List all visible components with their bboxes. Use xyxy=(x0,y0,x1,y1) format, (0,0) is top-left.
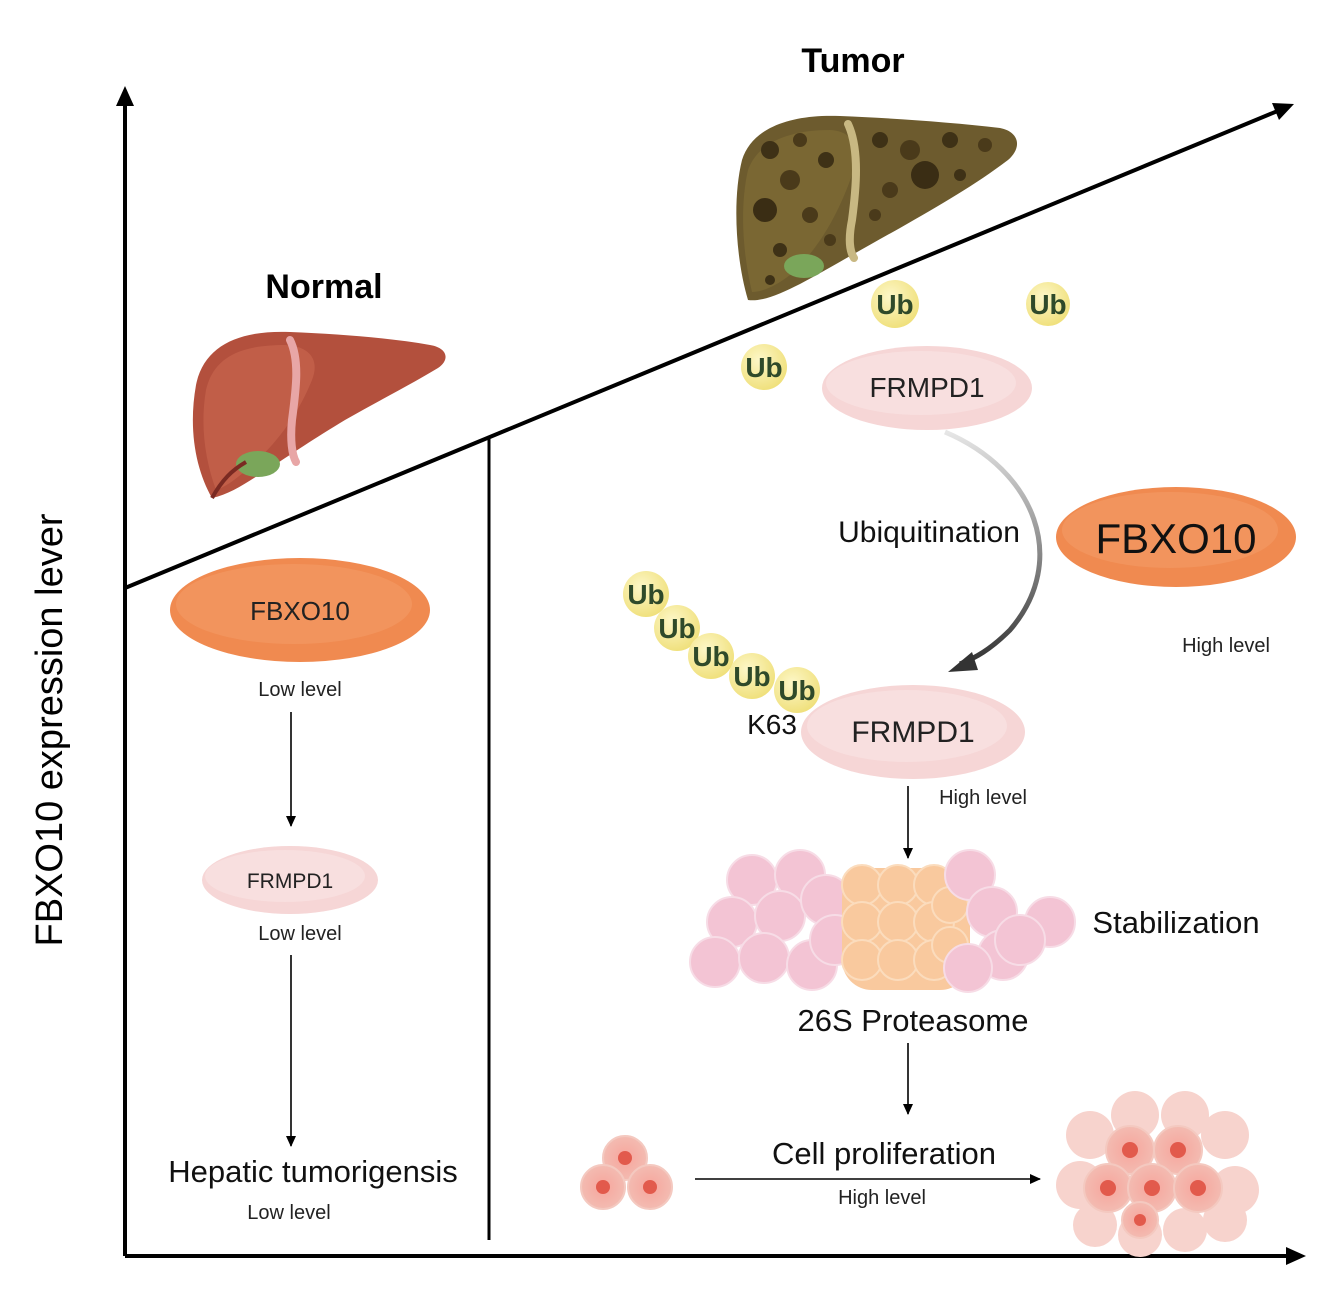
ub-label: Ub xyxy=(733,661,770,692)
x-axis-arrowhead xyxy=(1286,1247,1306,1265)
stabilization-label: Stabilization xyxy=(1092,905,1259,940)
tumor-title: Tumor xyxy=(801,42,904,80)
normal-title: Normal xyxy=(265,268,382,306)
expression-trend-line xyxy=(124,108,1281,590)
fbxo10-low-label: FBXO10 xyxy=(250,596,350,626)
ub-label: Ub xyxy=(745,352,782,383)
ub-label: Ub xyxy=(658,613,695,644)
ub-label: Ub xyxy=(692,641,729,672)
trend-line-arrowhead xyxy=(1272,103,1294,120)
ubiquitination-arrow xyxy=(944,429,1043,667)
hepatic-tumorigensis-level: Low level xyxy=(247,1202,330,1224)
normal-panel: Normal FBXO10 Low level FRMPD1 Low level… xyxy=(168,268,457,1224)
ub-free-3: Ub xyxy=(741,344,787,390)
proteasome-label: 26S Proteasome xyxy=(798,1003,1029,1038)
ub-label: Ub xyxy=(627,579,664,610)
ubiquitination-arrowhead xyxy=(948,652,978,672)
y-axis-label: FBXO10 expression lever xyxy=(29,513,71,946)
fbxo10-low-level: Low level xyxy=(258,679,341,701)
proteasome-illustration xyxy=(689,849,1076,993)
fbxo10-high-label: FBXO10 xyxy=(1095,515,1256,562)
frmpd1-high-level: High level xyxy=(939,787,1027,809)
ub-label: Ub xyxy=(778,675,815,706)
frmpd1-bottom-label: FRMPD1 xyxy=(851,716,974,749)
ub-label: Ub xyxy=(1029,289,1066,320)
frmpd1-low-level: Low level xyxy=(258,923,341,945)
ub-free-1: Ub xyxy=(871,280,919,328)
frmpd1-top-label: FRMPD1 xyxy=(869,372,984,403)
hepatic-tumorigensis-label: Hepatic tumorigensis xyxy=(168,1154,457,1189)
frmpd1-low-label: FRMPD1 xyxy=(247,870,333,893)
cell-proliferation-label: Cell proliferation xyxy=(772,1136,996,1171)
k63-label: K63 xyxy=(747,709,797,740)
proliferation-level: High level xyxy=(838,1187,926,1209)
ubiquitination-label: Ubiquitination xyxy=(838,516,1020,549)
ub-free-2: Ub xyxy=(1026,282,1070,326)
tumor-liver-illustration xyxy=(736,115,1018,301)
fbxo10-high-level: High level xyxy=(1182,635,1270,657)
normal-liver-illustration xyxy=(192,331,446,499)
small-cell-cluster xyxy=(580,1135,673,1210)
polyubiquitin-chain: Ub Ub Ub Ub Ub xyxy=(623,571,820,713)
large-cell-cluster xyxy=(1056,1091,1259,1257)
ub-label: Ub xyxy=(876,289,913,320)
tumor-panel: Tumor xyxy=(580,42,1296,1257)
y-axis-arrowhead xyxy=(116,86,134,106)
axes xyxy=(116,86,1306,1265)
